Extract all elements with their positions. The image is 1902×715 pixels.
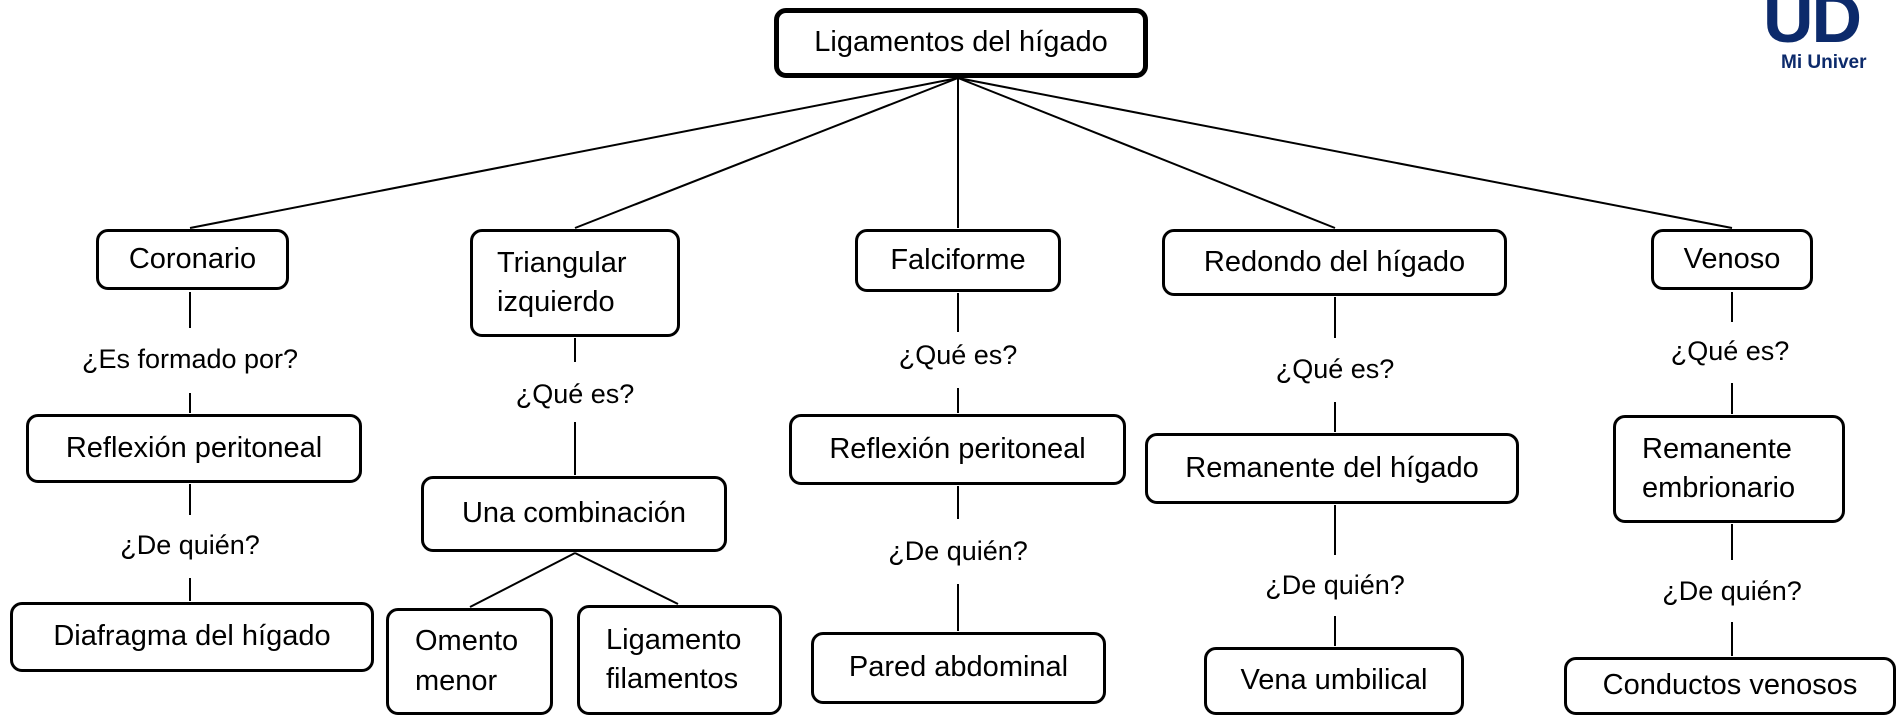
node-triangular-izquierdo: Triangular izquierdo xyxy=(470,229,680,337)
node-ligamento-filamentos: Ligamento filamentos xyxy=(577,605,782,715)
connector-root-triangular xyxy=(574,77,959,229)
node-label: Una combinación xyxy=(461,497,687,530)
node-label: Conductos venosos xyxy=(1602,669,1858,702)
node-label: Falciforme xyxy=(890,243,1026,276)
question-label: ¿De quién? xyxy=(1235,570,1435,601)
question-label: ¿Qué es? xyxy=(485,379,665,410)
node-label-line: Omento xyxy=(415,625,519,658)
connector xyxy=(574,552,679,605)
node-remanente-del-higado: Remanente del hígado xyxy=(1145,433,1519,504)
node-label: Pared abdominal xyxy=(848,651,1069,684)
node-redondo-del-higado: Redondo del hígado xyxy=(1162,229,1507,296)
logo-subtitle: Mi Univer xyxy=(1781,52,1867,73)
question-label: ¿Qué es? xyxy=(868,340,1048,371)
question-label: ¿Es formado por? xyxy=(60,344,320,375)
connector xyxy=(469,552,576,608)
question-label: ¿Qué es? xyxy=(1640,336,1820,367)
node-label: Vena umbilical xyxy=(1240,664,1428,697)
question-label: ¿De quién? xyxy=(90,530,290,561)
node-label-line: filamentos xyxy=(606,663,739,695)
node-label-line: embrionario xyxy=(1642,472,1796,504)
node-pared-abdominal: Pared abdominal xyxy=(811,632,1106,704)
node-vena-umbilical: Vena umbilical xyxy=(1204,647,1464,715)
node-label: Reflexión peritoneal xyxy=(829,432,1086,465)
logo-mark: UD xyxy=(1763,0,1862,57)
node-falciforme: Falciforme xyxy=(855,229,1061,292)
node-label: Remanente del hígado xyxy=(1185,451,1479,484)
node-diafragma-del-higado: Diafragma del hígado xyxy=(10,602,374,672)
node-coronario: Coronario xyxy=(96,229,289,290)
question-label: ¿Qué es? xyxy=(1245,354,1425,385)
connector-root-redondo xyxy=(957,77,1336,229)
node-venoso: Venoso xyxy=(1651,229,1813,290)
node-reflexion-peritoneal: Reflexión peritoneal xyxy=(26,414,362,483)
node-label-line: menor xyxy=(415,664,498,697)
node-conductos-venosos: Conductos venosos xyxy=(1564,657,1896,715)
node-label: Diafragma del hígado xyxy=(53,620,331,653)
node-label: Coronario xyxy=(128,242,257,275)
node-label-line: Ligamento xyxy=(606,623,742,656)
node-una-combinacion: Una combinación xyxy=(421,476,727,552)
node-omento-menor: Omento menor xyxy=(386,608,553,715)
node-label-line: izquierdo xyxy=(497,286,615,318)
question-label: ¿De quién? xyxy=(858,536,1058,567)
root-label: Ligamentos del hígado xyxy=(814,26,1108,59)
node-reflexion-peritoneal: Reflexión peritoneal xyxy=(789,414,1126,485)
node-label: Redondo del hígado xyxy=(1203,245,1466,278)
node-label-line: Triangular xyxy=(497,246,627,279)
node-label-line: Remanente xyxy=(1642,432,1792,465)
connector-root-coronario xyxy=(189,77,959,229)
question-label: ¿De quién? xyxy=(1632,576,1832,607)
node-label: Reflexión peritoneal xyxy=(65,431,323,464)
university-logo: UD Mi Univer xyxy=(1745,0,1902,75)
node-remanente-embrionario: Remanente embrionario xyxy=(1613,415,1845,523)
root-node: Ligamentos del hígado xyxy=(774,8,1148,78)
connector-root-venoso xyxy=(957,77,1733,229)
node-label: Venoso xyxy=(1683,242,1781,275)
